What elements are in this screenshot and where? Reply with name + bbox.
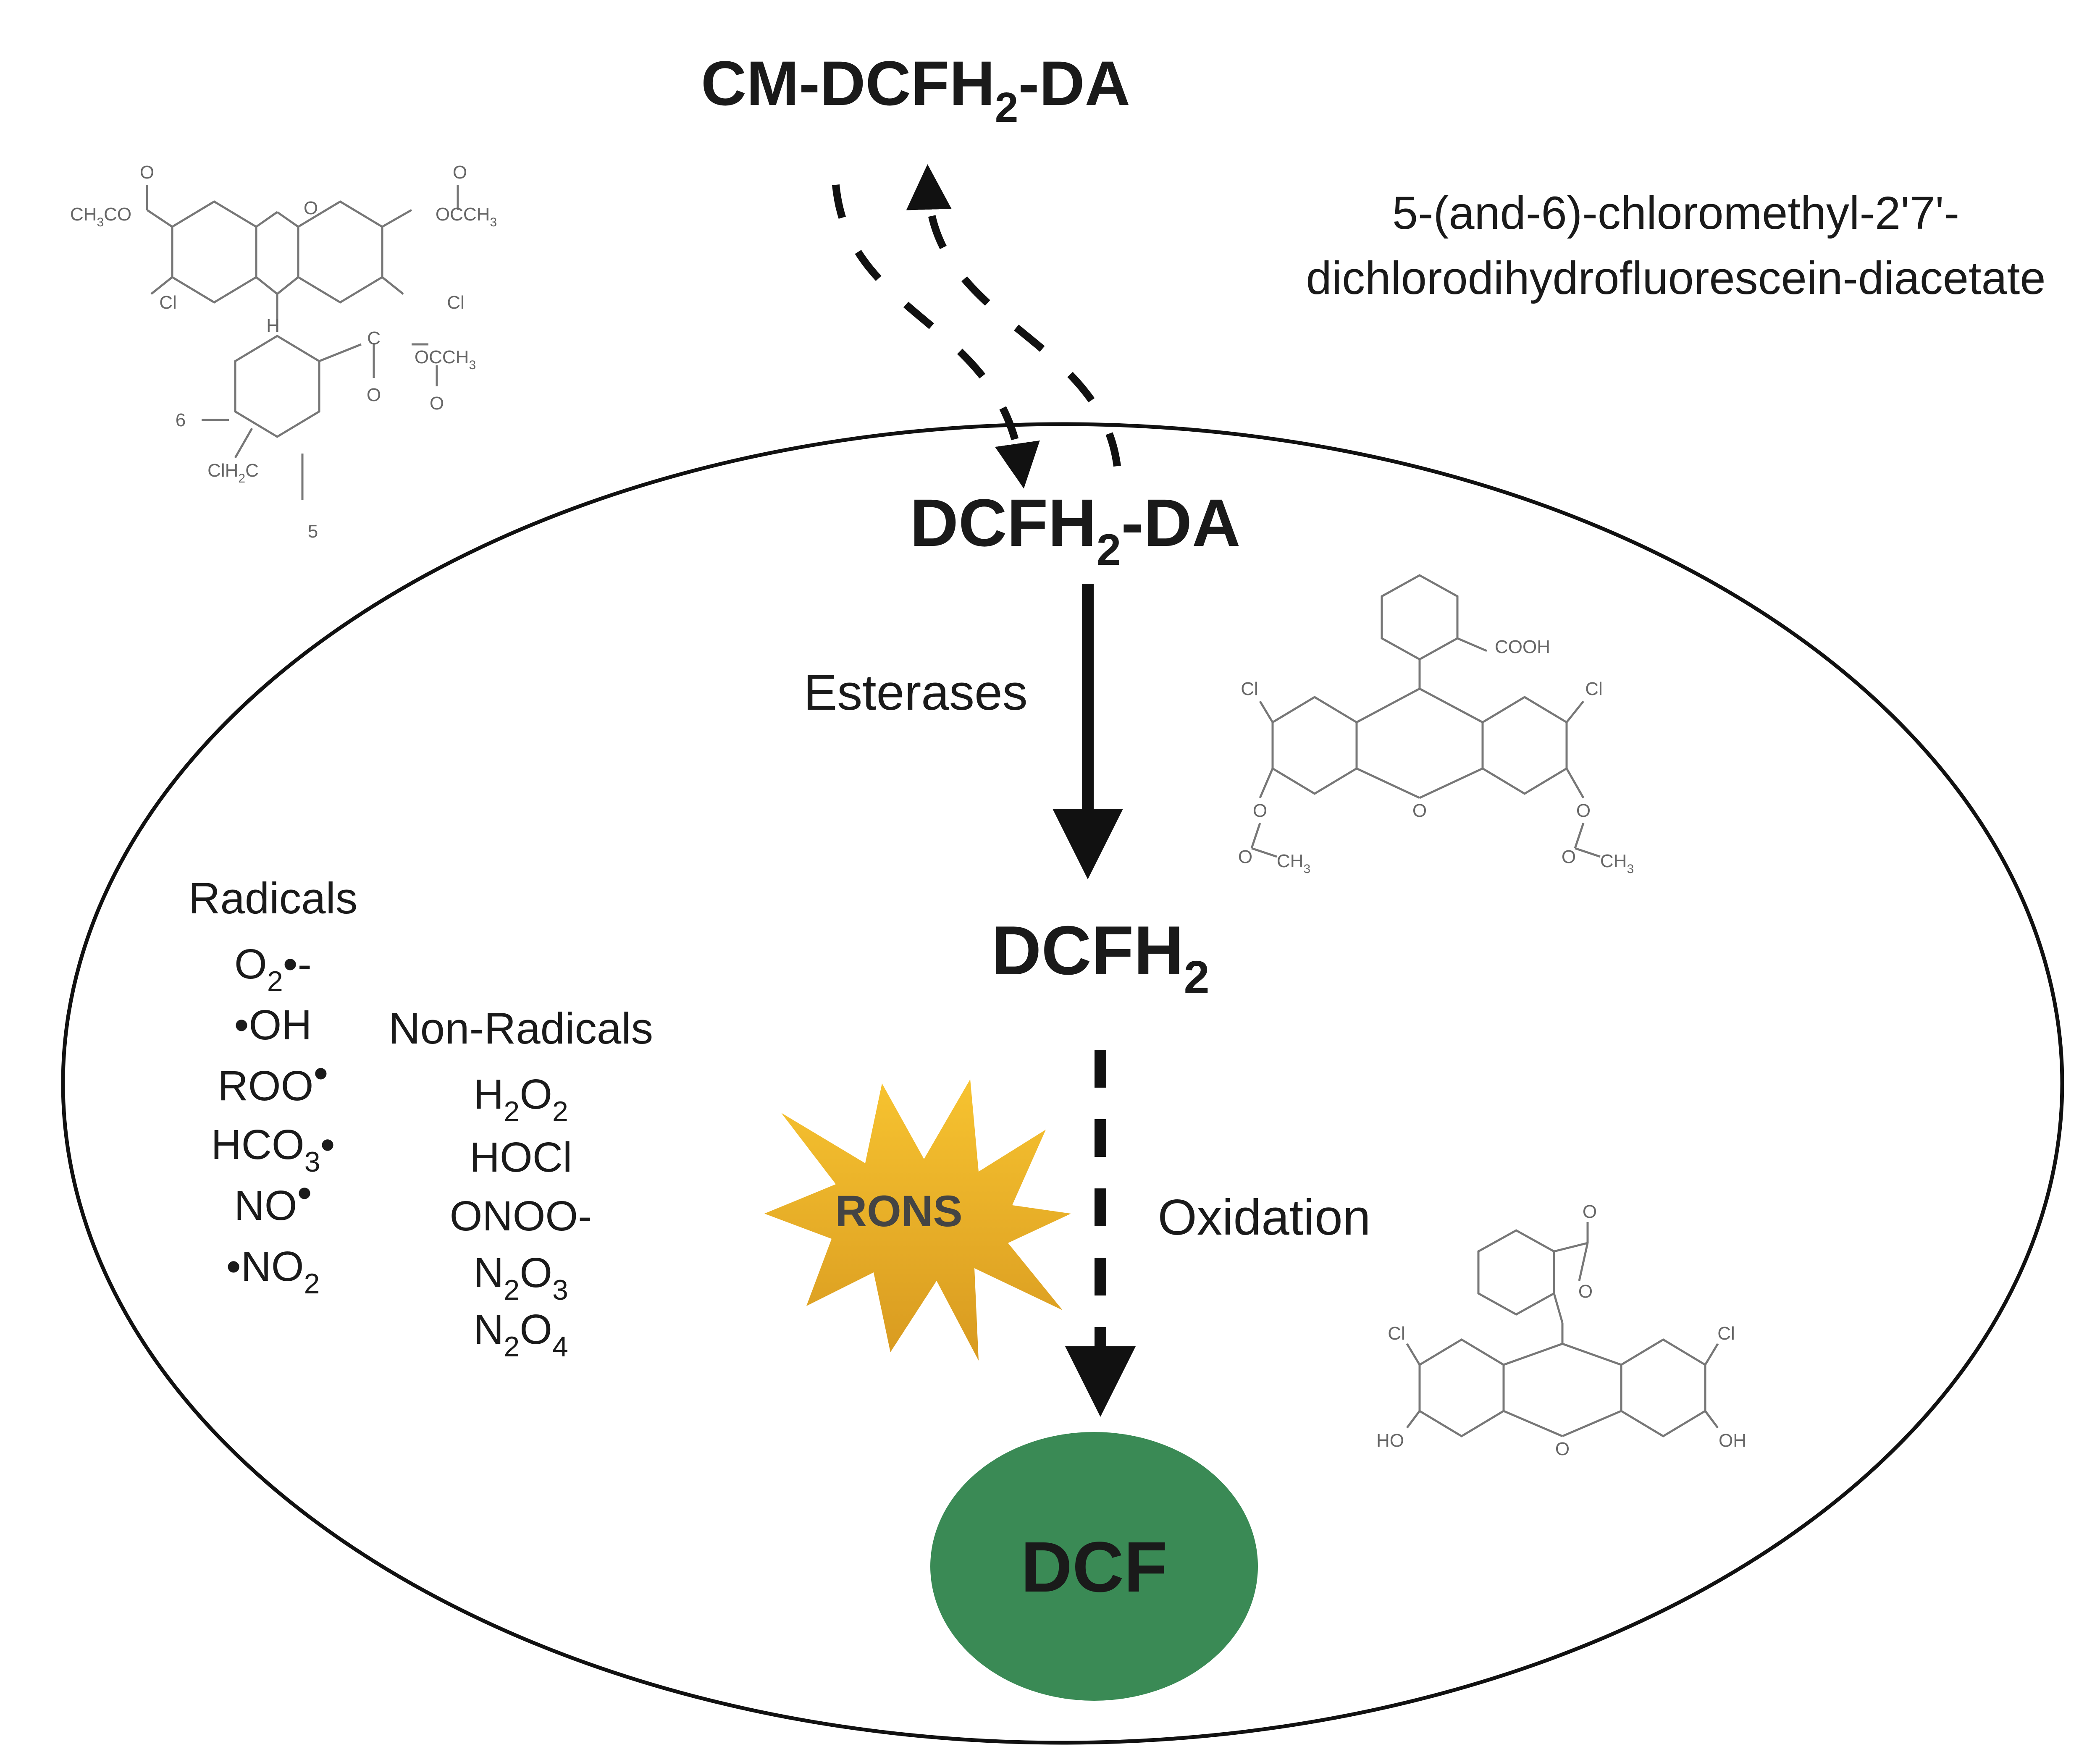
dcfh2-da-structure: COOH Cl Cl O O O O O CH3 CH3 bbox=[1238, 574, 1634, 876]
non-radical-item: HOCl bbox=[470, 1134, 572, 1181]
intermediate-label: DCFH2 bbox=[991, 912, 1209, 1003]
svg-text:O: O bbox=[140, 162, 154, 183]
svg-text:Cl: Cl bbox=[1717, 1323, 1735, 1344]
top-compound-fullname-line2: dichlorodihydrofluorescein-diacetate bbox=[1306, 252, 2045, 304]
svg-text:COOH: COOH bbox=[1495, 637, 1550, 657]
svg-text:6: 6 bbox=[176, 410, 186, 430]
top-compound-fullname-line1: 5-(and-6)-chloromethyl-2'7'- bbox=[1392, 187, 1959, 239]
radical-item: NO• bbox=[234, 1170, 312, 1229]
svg-text:O: O bbox=[367, 385, 381, 405]
svg-text:CH3: CH3 bbox=[1277, 851, 1310, 876]
radical-item: O2•- bbox=[234, 941, 312, 997]
svg-text:O: O bbox=[1583, 1201, 1597, 1222]
svg-text:O: O bbox=[1578, 1281, 1593, 1302]
radical-item: •NO2 bbox=[226, 1243, 320, 1300]
svg-text:OH: OH bbox=[1719, 1430, 1746, 1451]
dcf-ellipse bbox=[930, 1432, 1258, 1701]
svg-text:5: 5 bbox=[308, 521, 318, 542]
svg-text:Cl: Cl bbox=[159, 292, 177, 313]
svg-text:OCCH3: OCCH3 bbox=[436, 204, 497, 229]
radical-item: ROO• bbox=[218, 1050, 328, 1109]
uptake-arrow bbox=[832, 184, 1040, 489]
non-radical-item: N2O3 bbox=[473, 1249, 568, 1306]
svg-text:C: C bbox=[367, 328, 381, 349]
oxidation-label: Oxidation bbox=[1158, 1189, 1371, 1246]
radicals-list: Radicals O2•- •OH ROO• HCO3• NO• •NO2 bbox=[189, 874, 358, 1300]
svg-text:HO: HO bbox=[1376, 1430, 1404, 1451]
cell-outline bbox=[61, 422, 2064, 1745]
non-radical-item: ONOO- bbox=[450, 1193, 592, 1240]
radicals-title: Radicals bbox=[189, 874, 358, 923]
esterases-label: Esterases bbox=[803, 664, 1028, 721]
svg-text:O: O bbox=[1412, 800, 1427, 821]
svg-text:O: O bbox=[1555, 1439, 1570, 1459]
svg-text:OCCH3: OCCH3 bbox=[415, 347, 476, 372]
svg-text:O: O bbox=[1253, 800, 1267, 821]
svg-text:O: O bbox=[430, 393, 444, 414]
efflux-arrow bbox=[906, 164, 1121, 467]
svg-text:Cl: Cl bbox=[1585, 679, 1603, 699]
svg-text:Cl: Cl bbox=[1241, 679, 1258, 699]
svg-text:O: O bbox=[453, 162, 467, 183]
rons-starburst bbox=[764, 1079, 1071, 1361]
svg-text:O: O bbox=[1562, 847, 1576, 867]
rons-label: RONS bbox=[835, 1187, 962, 1236]
svg-text:CH3CO: CH3CO bbox=[70, 204, 131, 229]
inner-compound-label: DCFH2-DA bbox=[910, 485, 1240, 574]
dcf-structure: O O Cl Cl HO OH O bbox=[1376, 1201, 1746, 1459]
svg-text:O: O bbox=[1238, 847, 1252, 867]
radical-item: •OH bbox=[234, 1002, 312, 1049]
dcf-label: DCF bbox=[1021, 1527, 1167, 1607]
svg-text:O: O bbox=[304, 198, 318, 218]
top-compound-label: CM-DCFH2-DA bbox=[701, 48, 1130, 131]
non-radical-item: H2O2 bbox=[473, 1071, 568, 1128]
svg-text:Cl: Cl bbox=[1388, 1323, 1405, 1344]
radical-item: HCO3• bbox=[211, 1121, 335, 1178]
non-radical-item: N2O4 bbox=[473, 1306, 568, 1363]
svg-text:CH3: CH3 bbox=[1600, 851, 1634, 876]
cm-dcfh2-da-structure: O O CH3CO OCCH3 O Cl Cl H C OCCH3 O O 6 … bbox=[70, 162, 497, 542]
svg-text:H: H bbox=[266, 315, 280, 336]
non-radicals-list: Non-Radicals H2O2 HOCl ONOO- N2O3 N2O4 bbox=[388, 1004, 653, 1363]
svg-text:Cl: Cl bbox=[447, 292, 465, 313]
svg-text:ClH2C: ClH2C bbox=[207, 460, 259, 485]
svg-text:O: O bbox=[1576, 800, 1591, 821]
non-radicals-title: Non-Radicals bbox=[388, 1004, 653, 1053]
